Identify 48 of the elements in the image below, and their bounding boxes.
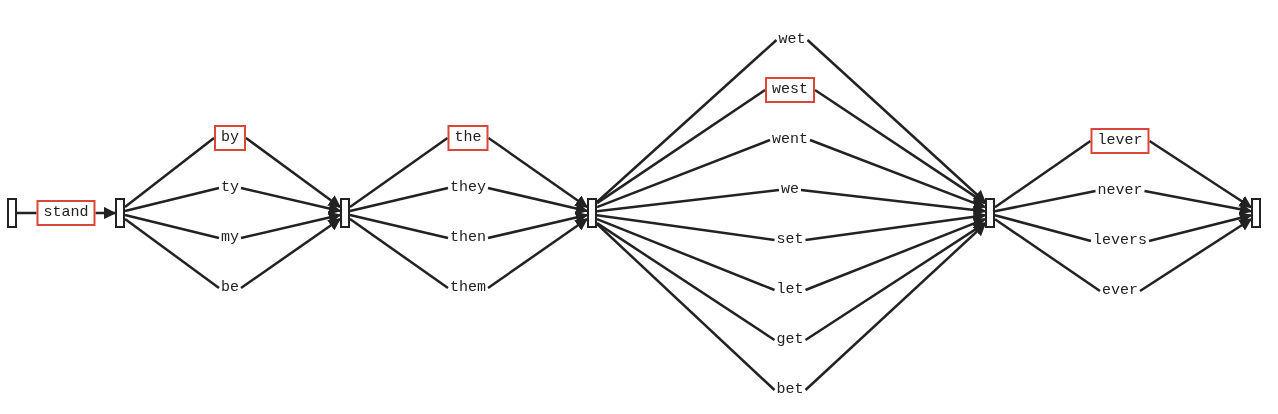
highlighted-word: west: [765, 77, 815, 103]
word-label: went: [770, 131, 810, 149]
arrow: [806, 39, 986, 203]
highlighted-word: the: [447, 125, 489, 151]
arrow: [240, 211, 342, 240]
arrow: [487, 211, 589, 240]
arrow: [487, 186, 589, 215]
arrow: [805, 210, 987, 242]
arrow: [805, 217, 987, 292]
arrow: [1139, 218, 1253, 293]
word-label: then: [448, 229, 488, 247]
arrow: [814, 88, 987, 205]
arrow: [1148, 139, 1253, 209]
word-label: be: [219, 279, 241, 297]
arrow: [245, 137, 341, 208]
word-label: levers: [1091, 232, 1149, 250]
word-label: we: [779, 181, 801, 199]
word-label: let: [774, 281, 806, 299]
arrow: [800, 188, 987, 217]
highlighted-word: lever: [1090, 128, 1150, 154]
word-label: bet: [774, 381, 806, 399]
word-label: never: [1095, 182, 1145, 200]
word-label: them: [448, 279, 488, 297]
highlighted-word: stand: [36, 200, 96, 226]
arrow: [1148, 211, 1253, 243]
arrow: [95, 206, 117, 220]
lattice-node-bar: [1251, 198, 1261, 228]
arrow: [240, 186, 342, 215]
lattice-node-bar: [985, 198, 995, 228]
arrow: [809, 138, 987, 209]
arrow: [804, 223, 986, 391]
word-label: they: [448, 179, 488, 197]
lattice-node-bar: [7, 198, 17, 228]
highlighted-word: by: [214, 125, 246, 151]
arrow: [487, 217, 589, 290]
arrow: [487, 136, 588, 209]
word-label: get: [774, 331, 806, 349]
word-label: ty: [219, 179, 241, 197]
word-label: my: [219, 229, 241, 247]
word-label: set: [774, 231, 806, 249]
word-label: ever: [1100, 282, 1140, 300]
lattice-node-bar: [587, 198, 597, 228]
lattice-node-bar: [115, 198, 125, 228]
arrow: [1144, 189, 1253, 216]
word-label: wet: [776, 31, 808, 49]
lattice-node-bar: [340, 198, 350, 228]
arrow: [240, 217, 342, 290]
arrow: [804, 222, 987, 342]
